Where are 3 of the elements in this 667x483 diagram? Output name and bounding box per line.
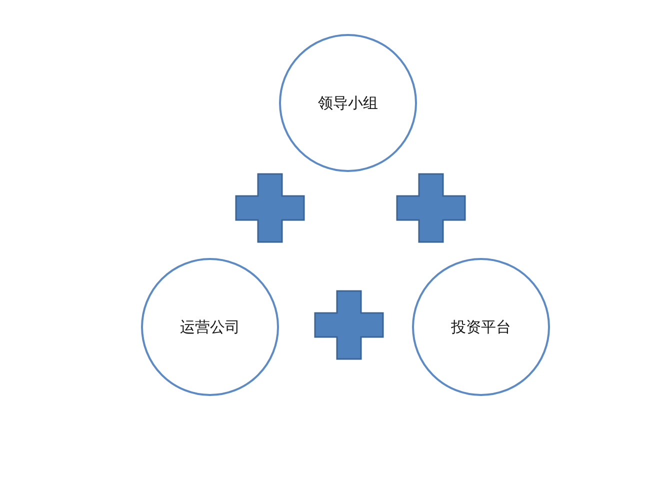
node-label: 领导小组 (318, 94, 378, 112)
node-label: 运营公司 (180, 318, 240, 336)
node-label: 投资平台 (451, 318, 511, 336)
